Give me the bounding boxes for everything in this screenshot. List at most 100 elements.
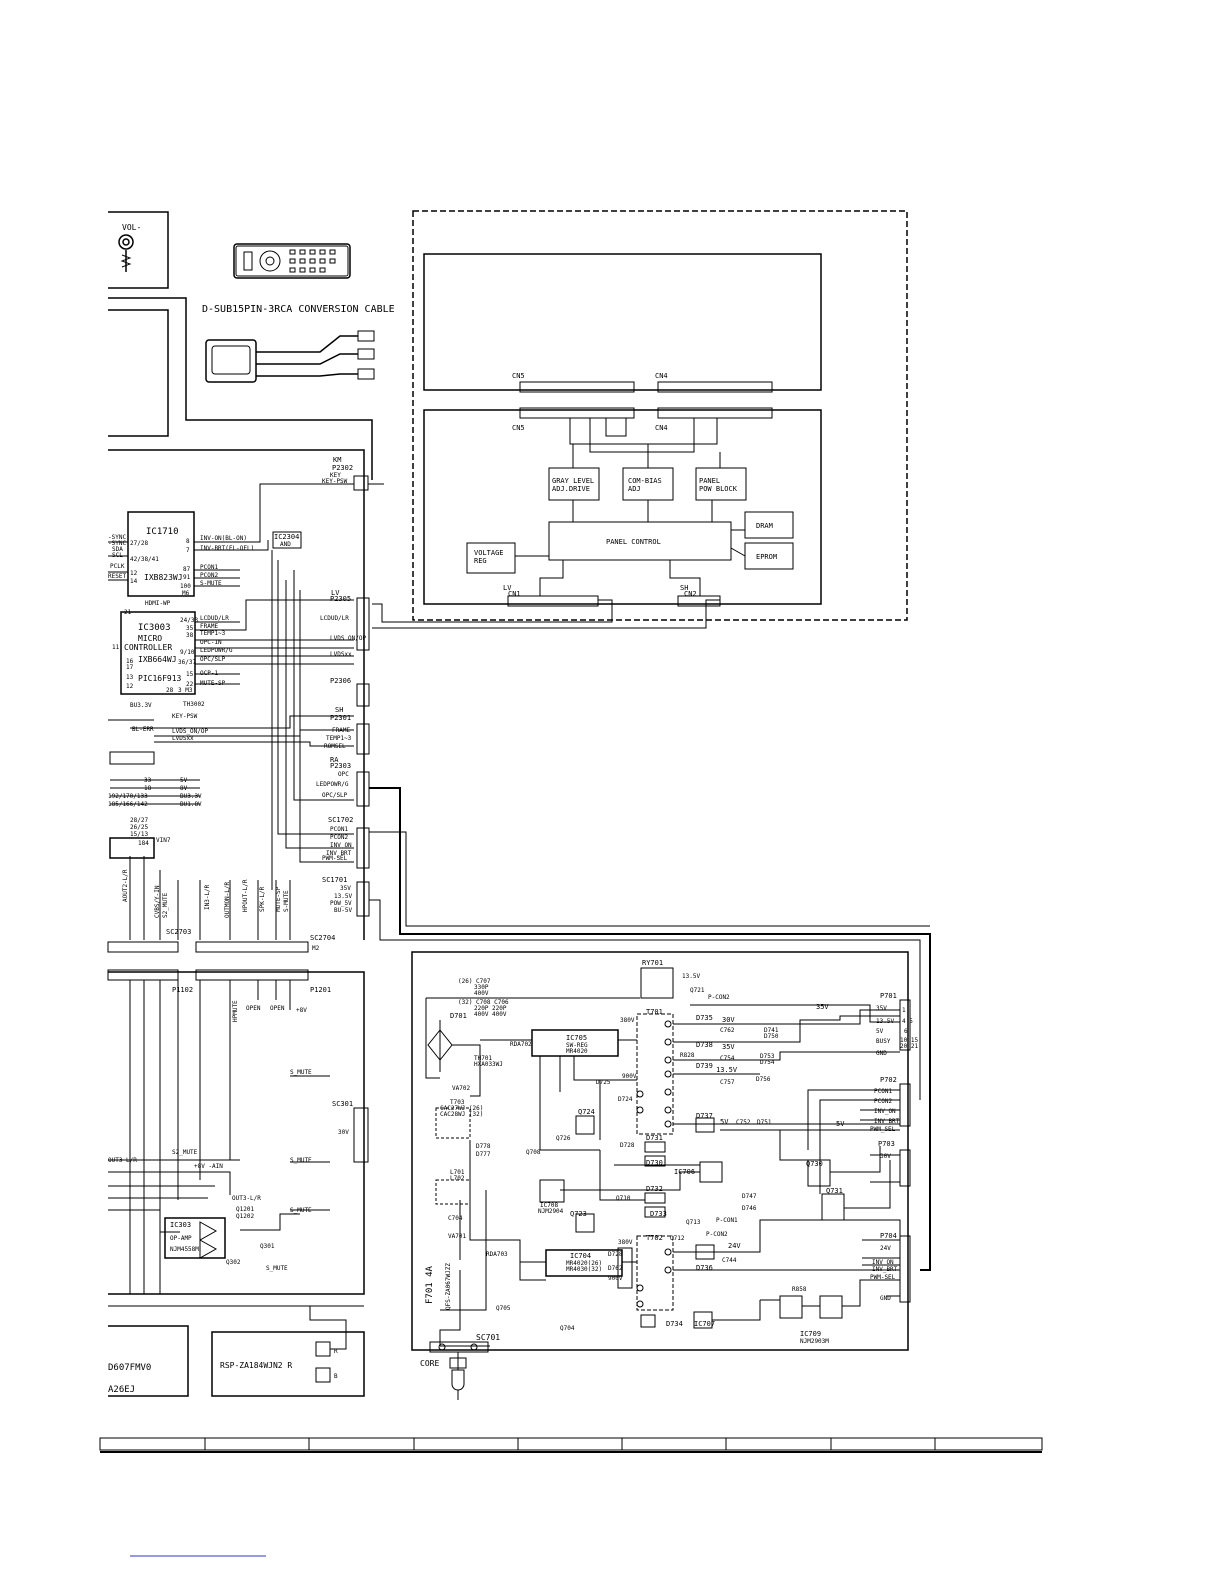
p704-sig-4: GND (880, 1295, 891, 1302)
opc-in-label: OPC-IN (200, 639, 222, 646)
d762-label: D762 (608, 1265, 623, 1272)
ic705-label: IC705 (566, 1034, 587, 1042)
remote-icon (233, 243, 351, 279)
p701-sig-3: BUSY (876, 1038, 891, 1045)
volt-bu18: BU1.8V (180, 801, 202, 808)
key-psw2-label: KEY-PSW (172, 713, 198, 720)
panel-control-label: PANEL CONTROL (606, 538, 661, 546)
ic705-type: SW-REG (566, 1042, 588, 1049)
key-psw-label: KEY-PSW (322, 478, 348, 485)
ic3003-lpin0: 21 (124, 609, 132, 616)
v380-label: 380V (620, 1017, 635, 1024)
t703-label: T703 (450, 1099, 465, 1106)
sc1702-sig-1: PCON2 (330, 834, 348, 841)
ra-conn-label: RA (330, 756, 339, 764)
t701-label: T701 (646, 1008, 663, 1016)
misc-pin-3: 184 (138, 840, 149, 847)
vert-sig-4: OUTMON-L/R (224, 881, 231, 918)
c707-value: 330P (474, 984, 489, 991)
misc-pin-4: VIN7 (156, 837, 171, 844)
ic2304-label: IC2304 (274, 533, 299, 541)
q1202-label: Q1202 (236, 1213, 254, 1220)
q1201-label: Q1201 (236, 1206, 254, 1213)
ic708-part: NJM2904 (538, 1208, 564, 1215)
p2305-label: P2305 (330, 595, 351, 603)
ic704-part-32: MR4030(32) (566, 1266, 602, 1273)
ic709-part: NJM2903M (800, 1338, 829, 1345)
p1102-label: P1102 (172, 986, 193, 994)
lcdud-label: LCDUD/LR (200, 615, 229, 622)
p701-pin-3: 10 15 (900, 1037, 918, 1044)
c762-label: C762 (720, 1027, 735, 1034)
p701-pin-0: 1 (902, 1007, 906, 1014)
p704-sig-2: INV_BRT (872, 1266, 898, 1273)
lv-label: LV (503, 584, 512, 592)
voltage-reg-label: VOLTAGE (474, 549, 504, 557)
out3-label: OUT3-L/R (108, 1157, 137, 1164)
q710-label: Q710 (616, 1195, 631, 1202)
d747-label: D747 (742, 1193, 757, 1200)
ledpowr-label: LEDPOWR/G (200, 647, 233, 654)
d741-label: D741 (764, 1027, 779, 1034)
v5-label: 5V (720, 1118, 729, 1126)
main-board-frame (108, 449, 365, 940)
p702-sig-0: PCON1 (874, 1088, 892, 1095)
q708-label: Q708 (526, 1149, 541, 1156)
dram-label: DRAM (756, 522, 773, 530)
ic1710-pin-r1: 7 (186, 547, 190, 554)
km-label: KM (333, 456, 341, 464)
sc1701-label: SC1701 (322, 876, 347, 884)
bottom-left-line2: A26EJ (108, 1385, 135, 1395)
ic1710-pin-l2: 42/38/41 (130, 556, 159, 563)
and-label: AND (280, 541, 291, 548)
d778-label: D778 (476, 1143, 491, 1150)
q705-label: Q705 (496, 1305, 511, 1312)
p2306-label: P2306 (330, 677, 351, 685)
com-bias-label-2: ADJ (628, 485, 641, 493)
d733-label: D733 (650, 1210, 667, 1218)
ic708-label: IC708 (540, 1202, 558, 1209)
pcon2-label: PCON2 (200, 572, 218, 579)
ic3003-lpin3: 17 (126, 664, 134, 671)
key-label: KEY (330, 472, 341, 479)
sc1702-sig-0: PCON1 (330, 826, 348, 833)
misc-pin-0: 28/27 (130, 817, 148, 824)
p702-label: P702 (880, 1076, 897, 1084)
plus8v-label: +8V (296, 1007, 307, 1014)
d701-label: D701 (450, 1012, 467, 1020)
plus8v-ain-label: +8V -AIN (194, 1163, 223, 1170)
v35b-label: 35V (816, 1003, 829, 1011)
open1-label: OPEN (246, 1005, 261, 1012)
p701-sig-2: 5V (876, 1028, 884, 1035)
q713-label: Q713 (686, 1219, 701, 1226)
footer-table (99, 1437, 1043, 1451)
sc1701-sig-0: 35V (340, 885, 351, 892)
v135-label: 13.5V (682, 973, 700, 980)
op-amp-label: OP-AMP (170, 1235, 192, 1242)
p703-label: P703 (878, 1140, 895, 1148)
ic1710-pin-l4: 12 (130, 570, 138, 577)
out3b-label: OUT3-L/R (232, 1195, 261, 1202)
m2-label: M2 (312, 945, 320, 952)
hpmute-label: HPMUTE (232, 1000, 239, 1022)
t703-part-32: CAC28WJ (32) (440, 1111, 483, 1118)
p2302-label: P2302 (332, 464, 353, 472)
d736-label: D736 (696, 1264, 713, 1272)
volt-pin-3: 185/166/142 (108, 801, 148, 808)
q302-label: Q302 (226, 1259, 241, 1266)
rda703-label: RDA703 (486, 1251, 508, 1258)
d746-label: D746 (742, 1205, 757, 1212)
sh-conn-label: SH (335, 706, 343, 714)
ra-sig-2: OPC/SLP (322, 792, 348, 799)
ic3003-pin4: 9/10 (180, 649, 195, 656)
p701-pin-4: 20 21 (900, 1043, 918, 1050)
controller-label: CONTROLLER (124, 643, 172, 652)
v900-label: 900V (622, 1073, 637, 1080)
c707-label: (26) C707 (458, 978, 491, 985)
d735-label: D735 (696, 1014, 713, 1022)
sh-sig-2: ROMSEL (324, 743, 346, 750)
sc301-label: SC301 (332, 1100, 353, 1108)
inv-brt-label: INV-BRT(FL-OFL) (200, 545, 254, 552)
v135b-label: 13.5V (716, 1066, 738, 1074)
